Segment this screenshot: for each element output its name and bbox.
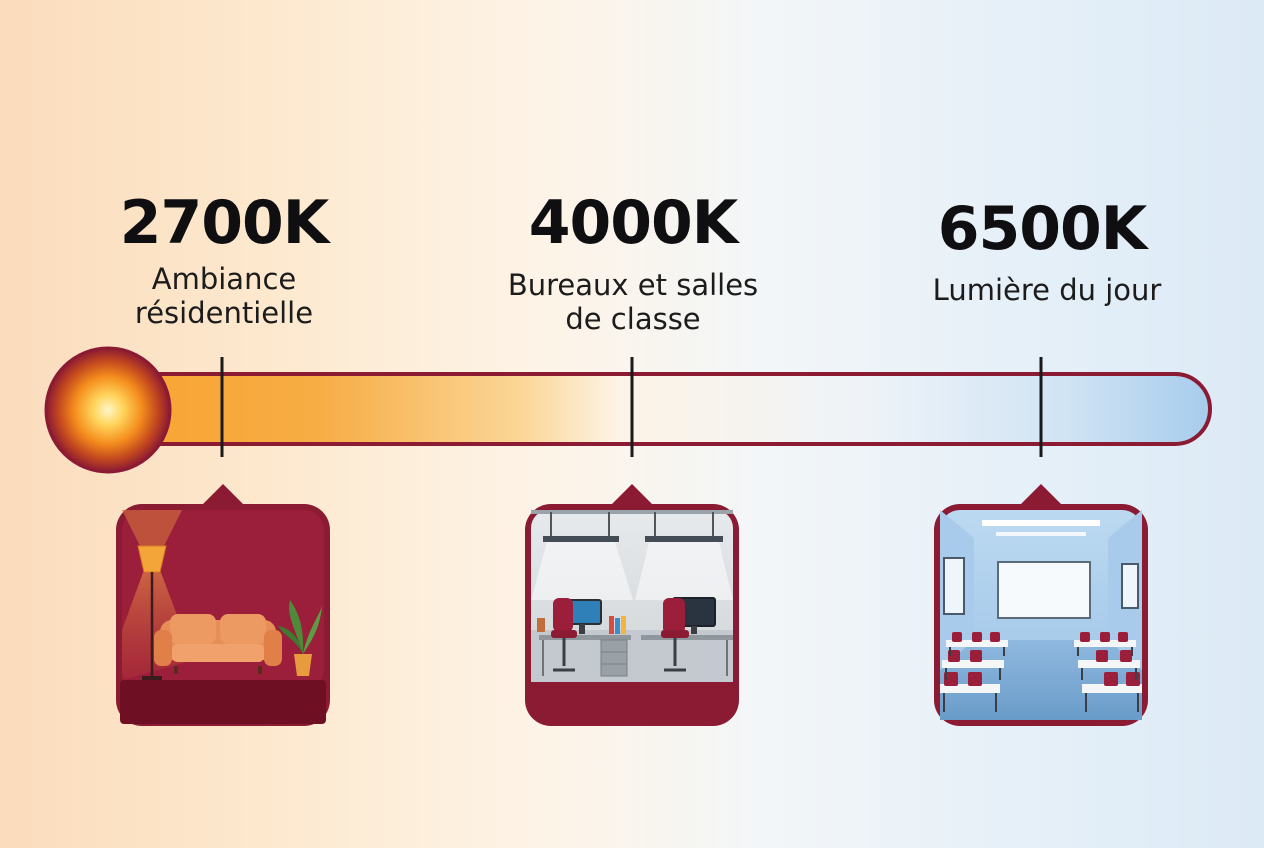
caption-6500: Lumière du jour xyxy=(877,273,1217,307)
office-icon xyxy=(525,484,739,726)
caption-line: Bureaux et salles xyxy=(507,268,759,302)
caption-line: résidentielle xyxy=(134,296,314,330)
scene-living-room xyxy=(114,480,332,728)
caption-line: Ambiance xyxy=(151,262,297,296)
warm-light-glow-icon xyxy=(44,346,172,474)
caption-4000: Bureaux et salles de classe xyxy=(463,268,803,336)
caption-2700: Ambiance résidentielle xyxy=(54,262,394,330)
kelvin-label-6500: 6500K xyxy=(937,194,1148,264)
scene-office xyxy=(523,480,741,728)
scene-classroom xyxy=(932,480,1150,728)
kelvin-label-2700: 2700K xyxy=(119,188,330,258)
living-room-icon xyxy=(116,484,330,726)
kelvin-label-4000: 4000K xyxy=(528,188,739,258)
classroom-icon xyxy=(934,484,1148,726)
caption-line: Lumière du jour xyxy=(932,273,1162,307)
scale-bar xyxy=(68,372,1212,446)
caption-line: de classe xyxy=(565,302,701,336)
